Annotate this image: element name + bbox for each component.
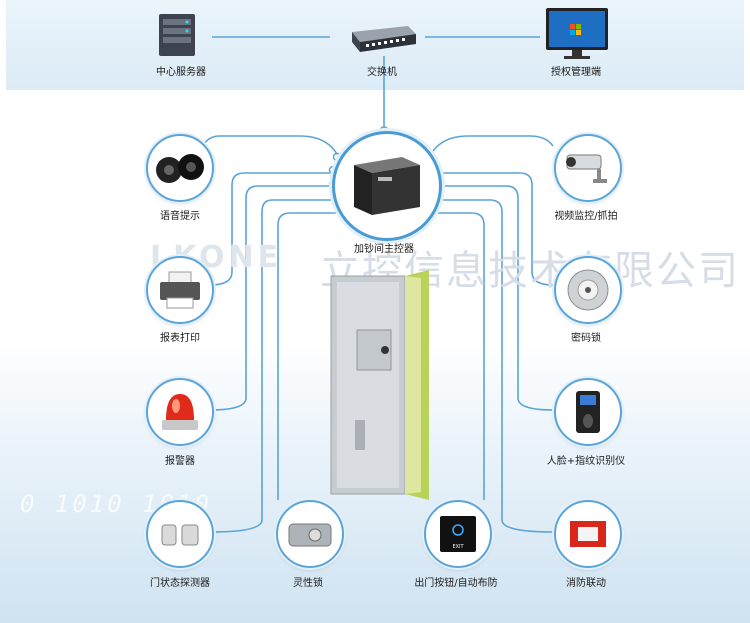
alarm-light-icon [162, 394, 198, 430]
voice-prompt-node [146, 134, 214, 202]
voice-prompt-label: 语音提示 [160, 211, 200, 222]
speaker-icon [156, 154, 204, 183]
server-label: 中心服务器 [156, 67, 206, 78]
electric-lock-node [276, 500, 344, 568]
face-fingerprint-node [554, 378, 622, 446]
exit-button-icon [440, 516, 476, 552]
vault-door-image [325, 270, 440, 504]
server-icon [157, 12, 197, 62]
fingerprint-reader-icon [576, 391, 600, 433]
video-surveillance-label: 视频监控/抓拍 [554, 211, 618, 222]
client-label: 授权管理端 [551, 67, 601, 78]
video-surveillance-node [554, 134, 622, 202]
alarm-node [146, 378, 214, 446]
electric-lock-label: 灵性锁 [293, 578, 323, 589]
printer-icon [160, 271, 200, 309]
report-print-node [146, 256, 214, 324]
door-sensor-icon [161, 524, 199, 546]
fire-alarm-icon [570, 521, 606, 547]
combination-lock-label: 密码锁 [571, 333, 601, 344]
door-sensor-label: 门状态探测器 [150, 578, 210, 589]
exit-button-text: EXIT [452, 544, 464, 550]
combination-lock-node [554, 256, 622, 324]
main-controller-node [332, 131, 442, 241]
alarm-label: 报警器 [165, 456, 195, 467]
face-fingerprint-label: 人脸+指纹识别仪 [546, 456, 626, 467]
door-sensor-node [146, 500, 214, 568]
exit-button-label: 出门按钮/自动布防 [414, 578, 498, 589]
exit-button-node: EXIT [424, 500, 492, 568]
monitor-icon [544, 6, 610, 66]
controller-box-icon [354, 157, 420, 215]
switch-label: 交换机 [367, 67, 397, 78]
report-print-label: 报表打印 [160, 333, 200, 344]
switch-icon [348, 22, 418, 60]
fire-linkage-label: 消防联动 [566, 578, 606, 589]
combination-lock-icon [567, 269, 609, 311]
controller-label: 加钞间主控器 [354, 244, 414, 255]
fire-linkage-node [554, 500, 622, 568]
camera-icon [566, 154, 607, 183]
electric-lock-icon [288, 523, 332, 547]
